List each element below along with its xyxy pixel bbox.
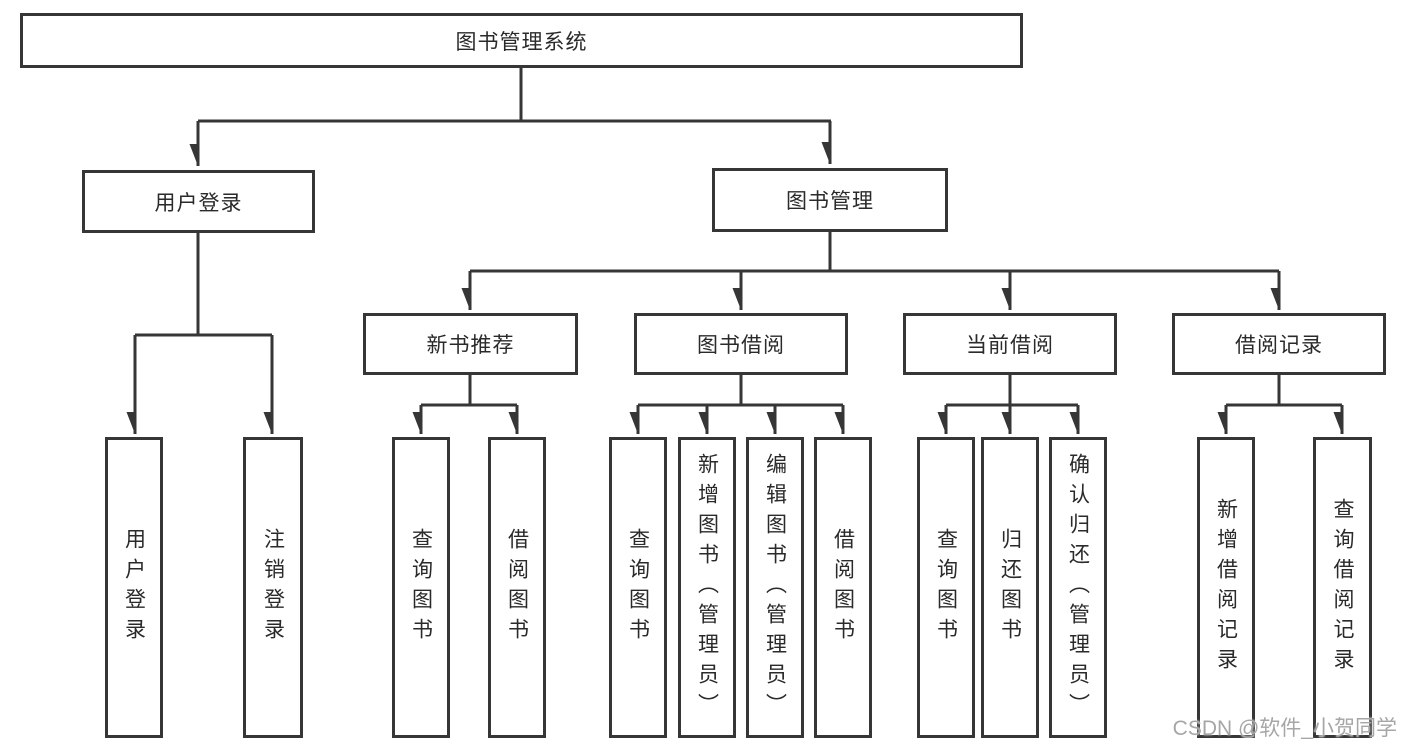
connectors-new-book-children [421, 375, 519, 434]
node-label: 用户登录 [122, 527, 146, 648]
leaf-add-book-admin: 新增图书（管理员） [678, 437, 736, 738]
node-user-login: 用户登录 [82, 170, 315, 233]
node-label: 查询图书 [626, 527, 650, 648]
node-label: 借阅记录 [1235, 334, 1323, 357]
node-label: 借阅图书 [831, 527, 855, 648]
node-label: 查询借阅记录 [1331, 497, 1354, 678]
node-root-system: 图书管理系统 [20, 13, 1023, 68]
leaf-query-book-current: 查询图书 [917, 437, 975, 738]
node-label: 用户登录 [154, 191, 243, 215]
connectors-borrow-records-children [1226, 375, 1344, 434]
node-book-borrowing: 图书借阅 [634, 313, 848, 375]
leaf-query-book-borrowing: 查询图书 [609, 437, 667, 738]
node-label: 查询图书 [934, 527, 958, 648]
node-label: 注销登录 [261, 527, 285, 648]
leaf-query-book-recommend: 查询图书 [392, 437, 450, 738]
node-label: 当前借阅 [966, 334, 1054, 357]
leaf-add-borrow-record: 新增借阅记录 [1197, 437, 1255, 738]
node-label: 编辑图书（管理员） [763, 452, 787, 723]
node-label: 归还图书 [998, 527, 1022, 648]
leaf-user-login: 用户登录 [105, 437, 163, 738]
node-label: 新增借阅记录 [1214, 497, 1238, 678]
node-label: 图书管理系统 [455, 30, 588, 54]
leaf-borrow-book-recommend: 借阅图书 [488, 437, 546, 738]
leaf-return-book: 归还图书 [981, 437, 1039, 738]
leaf-logout: 注销登录 [243, 437, 303, 738]
csdn-watermark: CSDN @软件_小贺同学 [1172, 717, 1397, 740]
leaf-query-borrow-record: 查询借阅记录 [1313, 437, 1372, 738]
node-borrow-records: 借阅记录 [1172, 313, 1386, 375]
leaf-edit-book-admin: 编辑图书（管理员） [746, 437, 804, 738]
node-label: 图书借阅 [697, 334, 785, 357]
leaf-borrow-book: 借阅图书 [814, 437, 872, 738]
connectors-book-borrow-children [638, 375, 845, 434]
node-label: 借阅图书 [505, 527, 529, 648]
node-current-borrowing: 当前借阅 [903, 313, 1117, 375]
node-label: 确认归还（管理员） [1066, 452, 1090, 723]
connectors-current-borrow-children [946, 375, 1080, 434]
connectors-root-to-level2 [198, 68, 832, 166]
node-label: 新增图书（管理员） [695, 452, 719, 723]
node-label: 查询图书 [409, 527, 433, 648]
node-label: 图书管理 [786, 190, 874, 213]
node-book-management: 图书管理 [712, 168, 948, 232]
connectors-user-login-children [135, 233, 274, 434]
leaf-confirm-return-admin: 确认归还（管理员） [1049, 437, 1107, 738]
connectors-book-mgmt-children [470, 232, 1281, 310]
node-label: 新书推荐 [426, 334, 515, 357]
node-new-book-recommend: 新书推荐 [363, 313, 578, 375]
